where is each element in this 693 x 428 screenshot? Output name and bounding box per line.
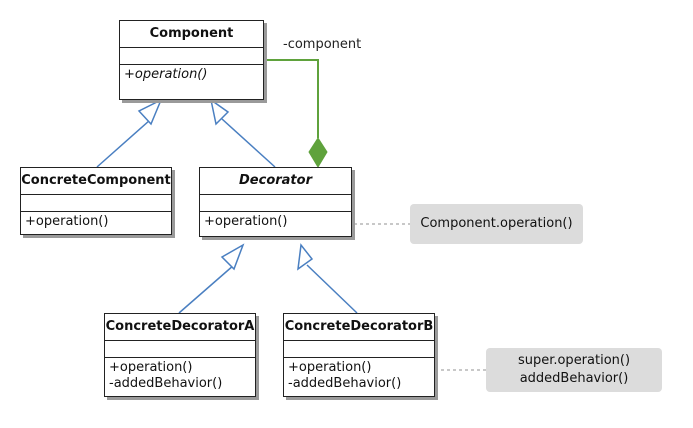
operation-text: +operation() <box>288 360 372 375</box>
attributes-compartment-concrete-decorator-a <box>105 341 255 358</box>
inheritance-arrowhead-decorator-a <box>220 243 245 271</box>
attributes-compartment-concrete-component <box>21 195 171 212</box>
inheritance-line-decorator-b <box>306 264 358 314</box>
class-name-decorator: Decorator <box>200 168 351 195</box>
operations-compartment-component: +operation() <box>120 65 263 85</box>
aggregation-line <box>265 59 319 138</box>
operation-text: -addedBehavior() <box>109 376 223 391</box>
association-label: -component <box>283 37 362 52</box>
class-name-concrete-component: ConcreteComponent <box>21 168 171 195</box>
operation-text: -addedBehavior() <box>288 376 402 391</box>
note-text: addedBehavior() <box>519 371 629 386</box>
note-text: Component.operation() <box>420 216 573 231</box>
inheritance-arrowhead-decorator <box>209 98 230 126</box>
class-name-concrete-decorator-a: ConcreteDecoratorA <box>105 314 255 341</box>
class-name-concrete-decorator-b: ConcreteDecoratorB <box>284 314 434 341</box>
inheritance-arrowhead-concrete-component <box>137 98 163 126</box>
operations-compartment-decorator: +operation() <box>200 212 351 232</box>
class-component[interactable]: Component +operation() <box>119 20 264 100</box>
note-text: super.operation() <box>517 353 631 368</box>
attributes-compartment-concrete-decorator-b <box>284 341 434 358</box>
inheritance-line-decorator-a <box>178 264 235 314</box>
class-concrete-component[interactable]: ConcreteComponent +operation() <box>20 167 172 235</box>
aggregation-diamond <box>308 137 328 168</box>
operation-text: +operation() <box>204 214 288 229</box>
inheritance-arrowhead-decorator-b <box>297 243 314 271</box>
attributes-compartment-component <box>120 48 263 65</box>
operations-compartment-concrete-decorator-a: +operation() -addedBehavior() <box>105 358 255 394</box>
class-concrete-decorator-b[interactable]: ConcreteDecoratorB +operation() -addedBe… <box>283 313 435 397</box>
operations-compartment-concrete-decorator-b: +operation() -addedBehavior() <box>284 358 434 394</box>
attributes-compartment-decorator <box>200 195 351 212</box>
class-name-component: Component <box>120 21 263 48</box>
operation-text: +operation() <box>124 67 208 82</box>
class-concrete-decorator-a[interactable]: ConcreteDecoratorA +operation() -addedBe… <box>104 313 256 397</box>
inheritance-line-concrete-component <box>96 119 151 168</box>
operation-text: +operation() <box>25 214 109 229</box>
inheritance-line-decorator <box>221 118 276 168</box>
operations-compartment-concrete-component: +operation() <box>21 212 171 232</box>
operation-text: +operation() <box>109 360 193 375</box>
note-decorator-b-operation: super.operation() addedBehavior() <box>486 348 662 392</box>
class-decorator[interactable]: Decorator +operation() <box>199 167 352 237</box>
note-decorator-operation: Component.operation() <box>410 204 583 244</box>
